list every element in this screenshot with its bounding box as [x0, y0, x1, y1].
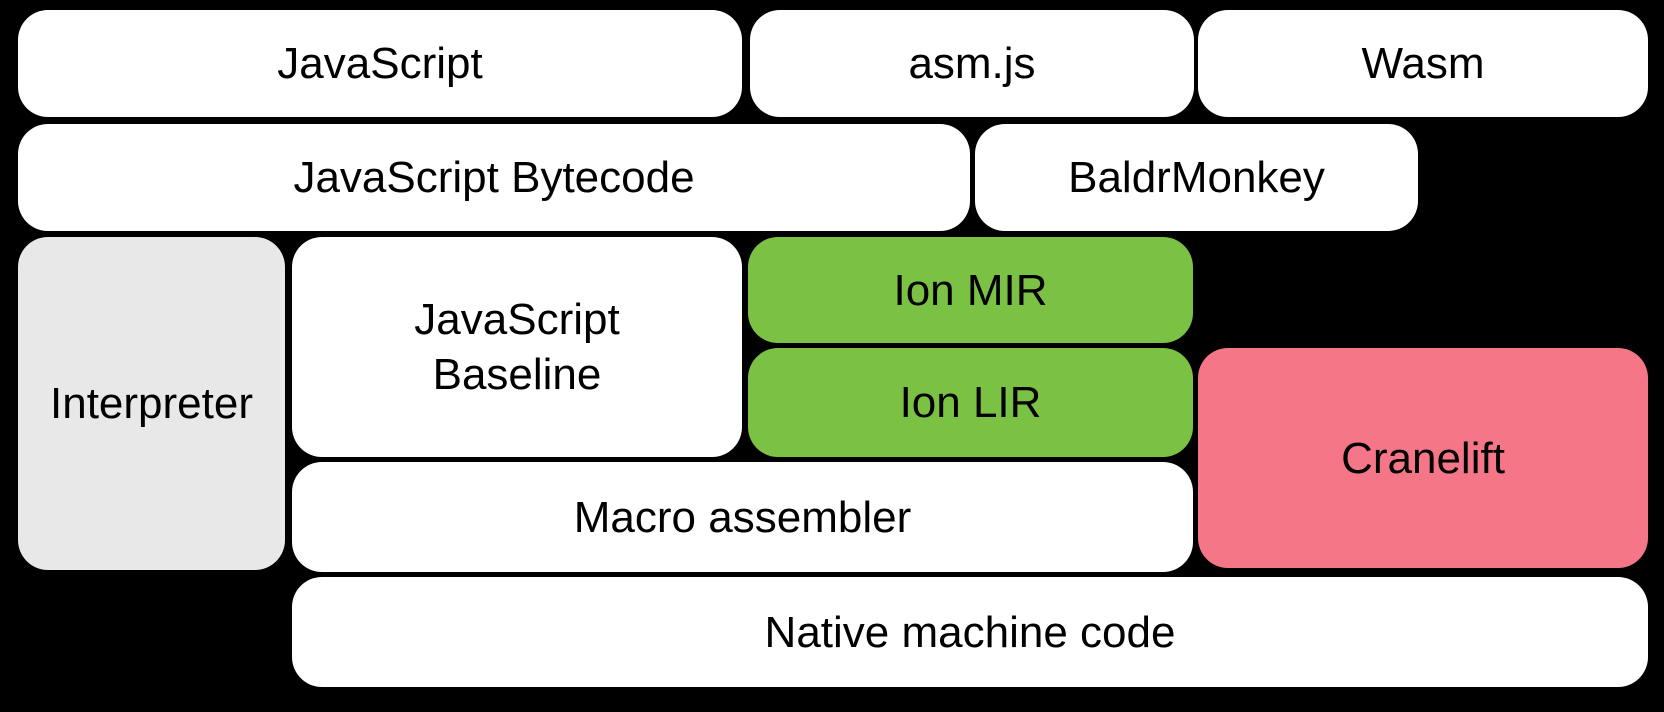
- node-javascript-bytecode-label: JavaScript Bytecode: [293, 153, 695, 202]
- node-native-machine-code: Native machine code: [292, 577, 1648, 687]
- node-asmjs: asm.js: [750, 10, 1194, 117]
- node-javascript-label: JavaScript: [277, 39, 483, 88]
- node-javascript-baseline: JavaScript Baseline: [292, 237, 742, 457]
- node-wasm: Wasm: [1198, 10, 1648, 117]
- node-asmjs-label: asm.js: [908, 39, 1036, 88]
- node-baldrmonkey-label: BaldrMonkey: [1068, 153, 1325, 202]
- node-ion-lir-label: Ion LIR: [899, 378, 1042, 427]
- node-wasm-label: Wasm: [1361, 39, 1485, 88]
- node-cranelift: Cranelift: [1198, 348, 1648, 568]
- node-native-machine-code-label: Native machine code: [764, 607, 1176, 657]
- node-ion-mir: Ion MIR: [748, 237, 1193, 343]
- node-macro-assembler-label: Macro assembler: [573, 492, 912, 542]
- node-interpreter: Interpreter: [18, 237, 285, 570]
- node-javascript: JavaScript: [18, 10, 742, 117]
- node-ion-mir-label: Ion MIR: [893, 265, 1048, 315]
- node-interpreter-label: Interpreter: [50, 379, 253, 428]
- node-macro-assembler: Macro assembler: [292, 462, 1193, 572]
- node-javascript-baseline-label: JavaScript Baseline: [414, 295, 620, 399]
- node-baldrmonkey: BaldrMonkey: [975, 124, 1418, 231]
- node-ion-lir: Ion LIR: [748, 348, 1193, 457]
- node-cranelift-label: Cranelift: [1341, 433, 1505, 483]
- node-javascript-bytecode: JavaScript Bytecode: [18, 124, 970, 231]
